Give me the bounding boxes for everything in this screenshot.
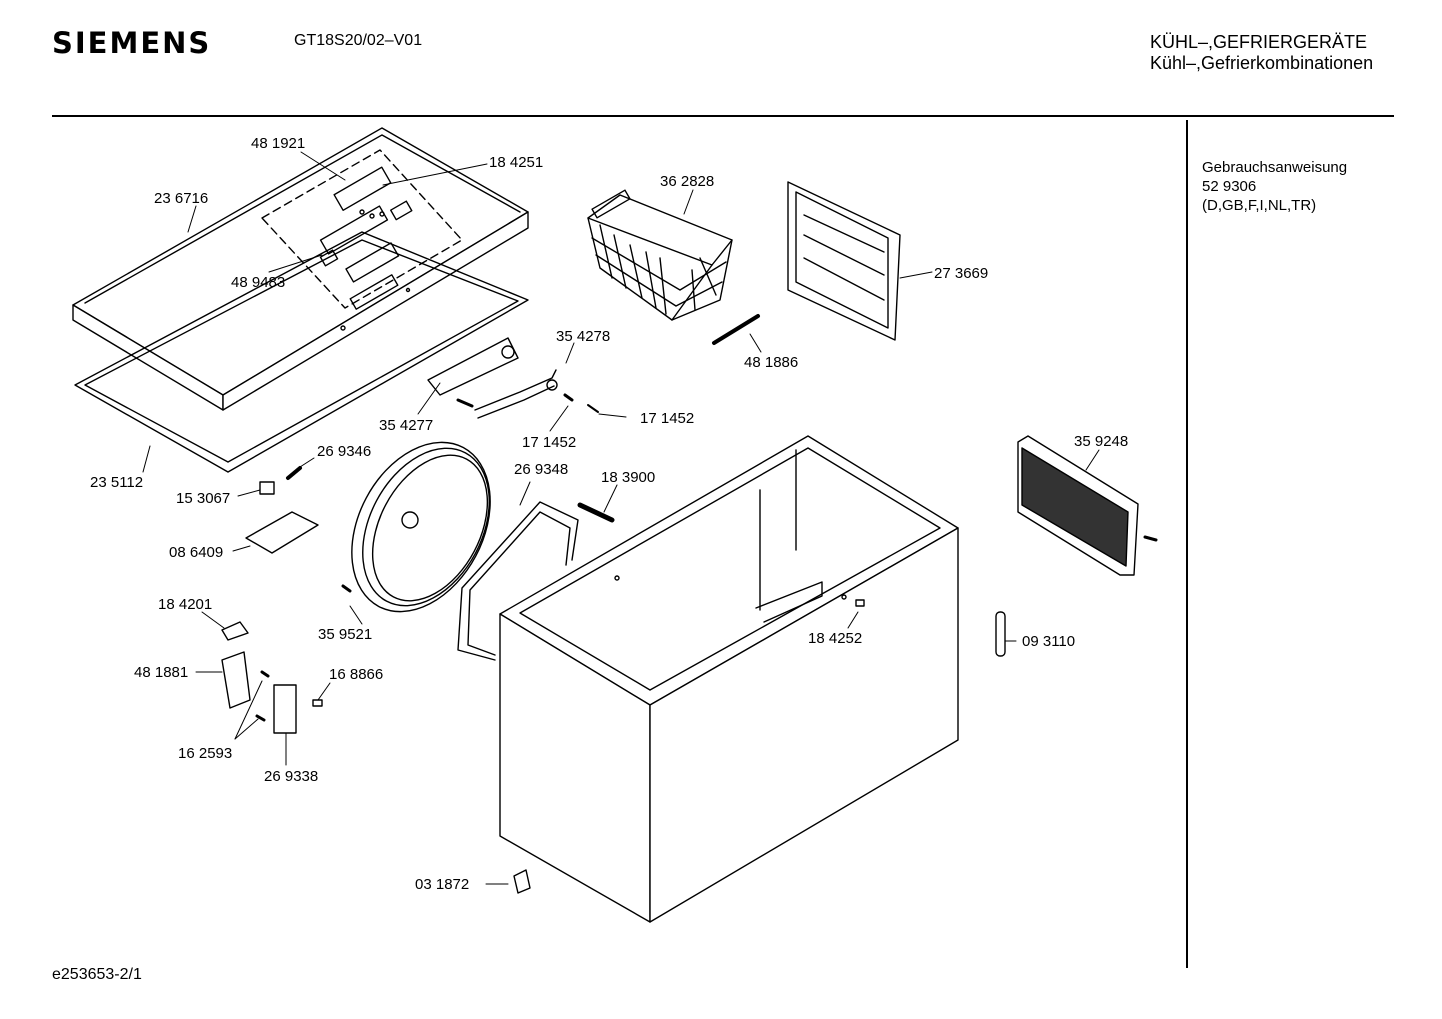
header-divider <box>52 115 1394 117</box>
lock-drawing <box>273 684 297 734</box>
label-basket-handle: 48 1886 <box>744 354 799 371</box>
label-foot: 09 3110 <box>1022 633 1076 650</box>
hinge-plate-drawing <box>221 651 251 709</box>
leader-lines <box>142 151 1100 885</box>
tray-drawing <box>245 511 319 554</box>
label-round-cover: 35 9521 <box>318 626 373 643</box>
rod-drawing <box>577 502 615 523</box>
manual-title: Gebrauchsanweisung <box>1202 159 1348 176</box>
frame-drawing <box>457 501 579 661</box>
freezer-cabinet-drawing <box>499 435 959 923</box>
label-corner-block: 03 1872 <box>415 876 470 893</box>
category-title: KÜHL–,GEFRIERGERÄTE <box>1150 32 1368 52</box>
model-number: GT18S20/02–V01 <box>294 32 423 49</box>
label-lid-handle-top: 48 1921 <box>251 135 306 152</box>
spring-drawing <box>286 466 302 480</box>
label-rod: 18 3900 <box>601 469 656 486</box>
round-cover-drawing <box>351 441 491 613</box>
label-basket: 36 2828 <box>660 173 715 190</box>
gasket-drawing <box>74 231 529 473</box>
label-gasket: 23 5112 <box>90 474 144 491</box>
label-control-panel: 48 9483 <box>231 274 286 291</box>
label-frame: 26 9348 <box>514 461 569 478</box>
label-divider: 27 3669 <box>934 265 989 282</box>
foot-drawing <box>995 611 1006 657</box>
label-back-grille: 35 9248 <box>1074 433 1129 450</box>
hinge-drawing <box>427 337 599 419</box>
clip-drawing <box>259 481 275 495</box>
drawing-id: e253653-2/1 <box>52 966 142 983</box>
label-pin-left: 17 1452 <box>522 434 577 451</box>
side-divider <box>1186 120 1188 968</box>
brand-logo: SIEMENS <box>52 26 212 60</box>
label-spring: 26 9346 <box>317 443 372 460</box>
label-lid: 23 6716 <box>154 190 209 207</box>
label-hinge-bar: 35 4278 <box>556 328 611 345</box>
label-screws: 16 2593 <box>178 745 233 762</box>
label-hinge-plate: 48 1881 <box>134 664 189 681</box>
label-clip: 15 3067 <box>176 490 231 507</box>
label-pin-right: 17 1452 <box>640 410 695 427</box>
corner-block-drawing <box>513 869 531 894</box>
label-latch: 18 4252 <box>808 630 863 647</box>
label-tray: 08 6409 <box>169 544 224 561</box>
label-lid-screw: 18 4251 <box>489 154 544 171</box>
label-small-plug: 16 8866 <box>329 666 384 683</box>
manual-number: 52 9306 <box>1202 178 1257 195</box>
label-hinge-bracket: 35 4277 <box>379 417 434 434</box>
back-grille-drawing <box>1017 435 1158 576</box>
manual-reference: Gebrauchsanweisung 52 9306 (D,GB,F,I,NL,… <box>1202 158 1392 215</box>
category-subtitle: Kühl–,Gefrierkombinationen <box>1150 53 1374 73</box>
manual-languages: (D,GB,F,I,NL,TR) <box>1202 197 1317 214</box>
label-bracket-cap: 18 4201 <box>158 596 213 613</box>
basket-handle-drawing <box>712 314 760 345</box>
divider-drawing <box>787 181 901 341</box>
small-plug-drawing <box>312 699 323 707</box>
bracket-cap-drawing <box>221 621 249 641</box>
label-lock: 26 9338 <box>264 768 319 785</box>
basket-drawing <box>587 189 733 321</box>
